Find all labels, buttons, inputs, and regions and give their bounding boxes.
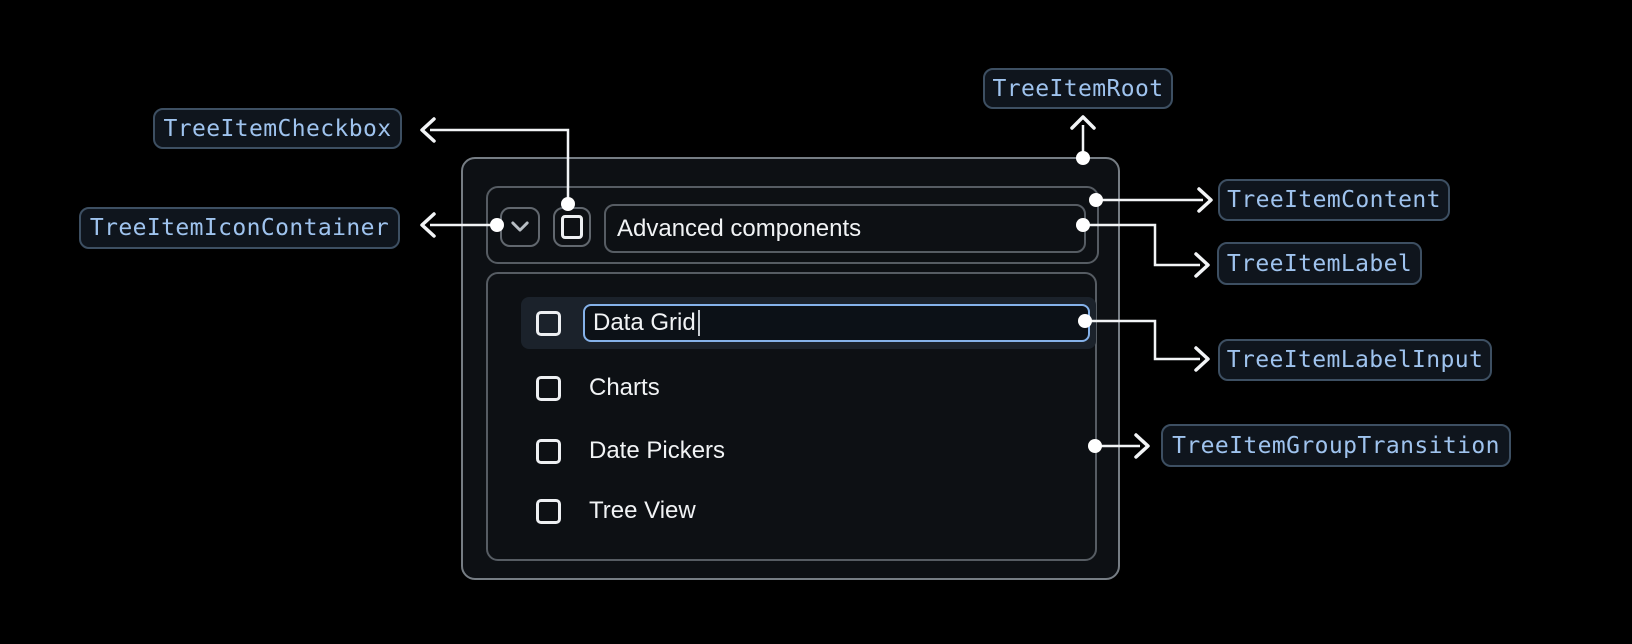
label-input-value: Data Grid — [593, 309, 696, 336]
tree-row[interactable]: Tree View — [521, 485, 1096, 537]
tree-row[interactable]: Charts — [521, 362, 1096, 414]
checkbox-unchecked-icon[interactable] — [536, 498, 561, 524]
tree-item-label: Advanced components — [604, 204, 1086, 253]
badge-tree-item-icon-container: TreeItemIconContainer — [79, 207, 400, 249]
badge-tree-item-label-input: TreeItemLabelInput — [1218, 339, 1492, 381]
tree-item-checkbox[interactable] — [553, 207, 591, 247]
checkbox-unchecked-icon — [561, 215, 583, 239]
tree-item-root: Advanced components Data Grid Charts Dat… — [461, 157, 1120, 580]
tree-row[interactable]: Date Pickers — [521, 425, 1096, 477]
badge-tree-item-label: TreeItemLabel — [1217, 242, 1422, 285]
tree-item-content[interactable]: Advanced components — [486, 186, 1099, 264]
badge-tree-item-group-transition: TreeItemGroupTransition — [1161, 424, 1511, 467]
text-cursor — [697, 310, 701, 336]
checkbox-unchecked-icon[interactable] — [536, 375, 561, 401]
badge-tree-item-root: TreeItemRoot — [983, 68, 1173, 109]
tree-item-icon-container[interactable] — [500, 207, 540, 247]
tree-item-label-input[interactable]: Data Grid — [583, 304, 1090, 342]
badge-tree-item-checkbox: TreeItemCheckbox — [153, 108, 402, 149]
tree-item-label: Charts — [589, 374, 660, 401]
parent-item-label: Advanced components — [617, 214, 862, 242]
checkbox-unchecked-icon[interactable] — [536, 438, 561, 464]
badge-tree-item-content: TreeItemContent — [1218, 179, 1450, 221]
tree-item-group-transition: Data Grid Charts Date Pickers Tree View — [486, 272, 1097, 561]
checkbox-unchecked-icon[interactable] — [536, 310, 561, 336]
chevron-down-icon — [511, 221, 529, 232]
tree-row-editing[interactable]: Data Grid — [521, 297, 1096, 349]
tree-item-label: Date Pickers — [589, 437, 726, 464]
tree-item-label: Tree View — [589, 497, 696, 524]
